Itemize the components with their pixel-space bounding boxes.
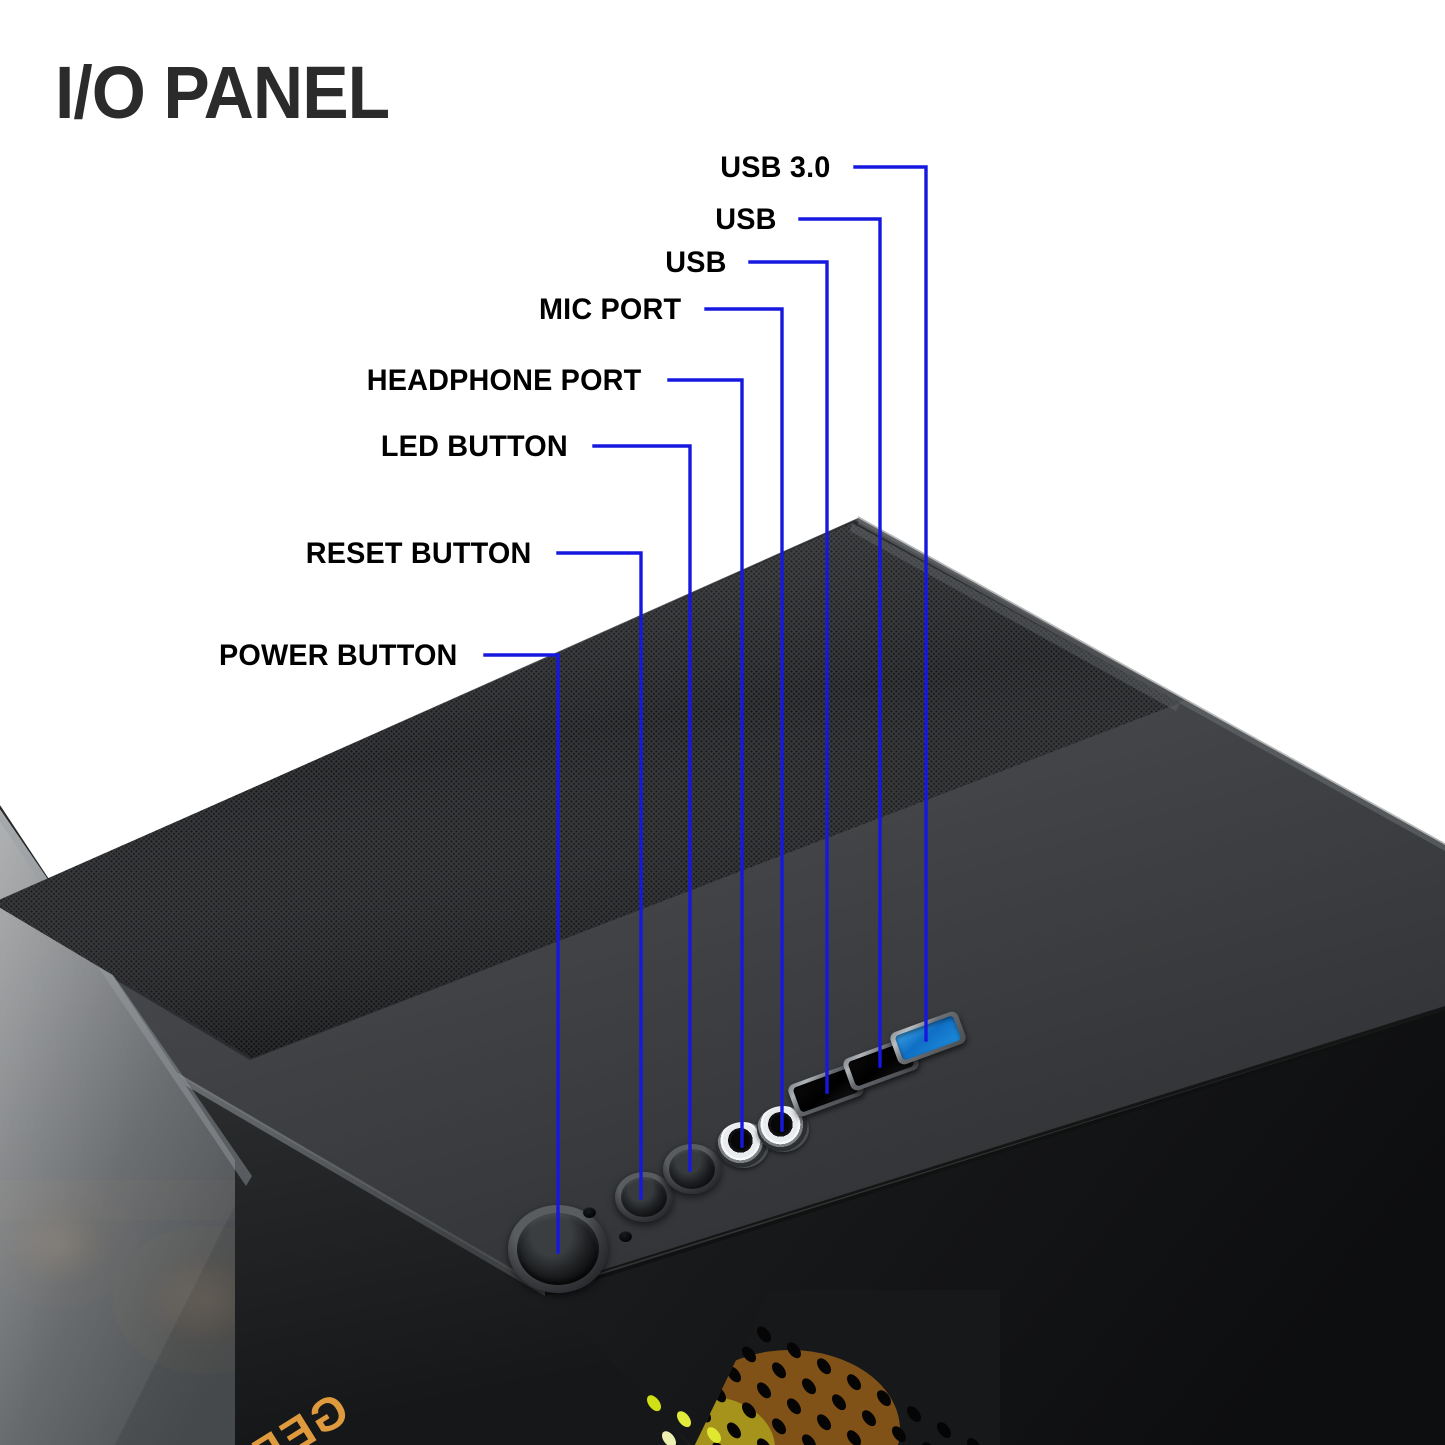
power-led-indicator [583, 1207, 596, 1218]
callout-label-reset: RESET BUTTON [305, 537, 532, 570]
callout-label-led: LED BUTTON [381, 430, 569, 463]
front-vent-rgb-cluster [647, 1395, 721, 1445]
callout-label-usb2a: USB [665, 246, 727, 279]
led-button[interactable] [663, 1144, 721, 1194]
hdd-led-indicator [619, 1231, 632, 1242]
callout-label-mic: MIC PORT [538, 293, 682, 326]
callout-label-headphone: HEADPHONE PORT [366, 364, 642, 397]
page-title: I/O PANEL [55, 51, 390, 134]
reset-button[interactable] [615, 1172, 673, 1222]
top-right-crease [545, 1006, 1445, 1296]
rear-top-edge-highlight [858, 516, 1445, 851]
callout-label-power: POWER BUTTON [219, 639, 459, 672]
callout-label-usb2b: USB [715, 203, 777, 236]
power-button[interactable] [508, 1205, 608, 1293]
callout-label-usb30: USB 3.0 [720, 151, 831, 184]
